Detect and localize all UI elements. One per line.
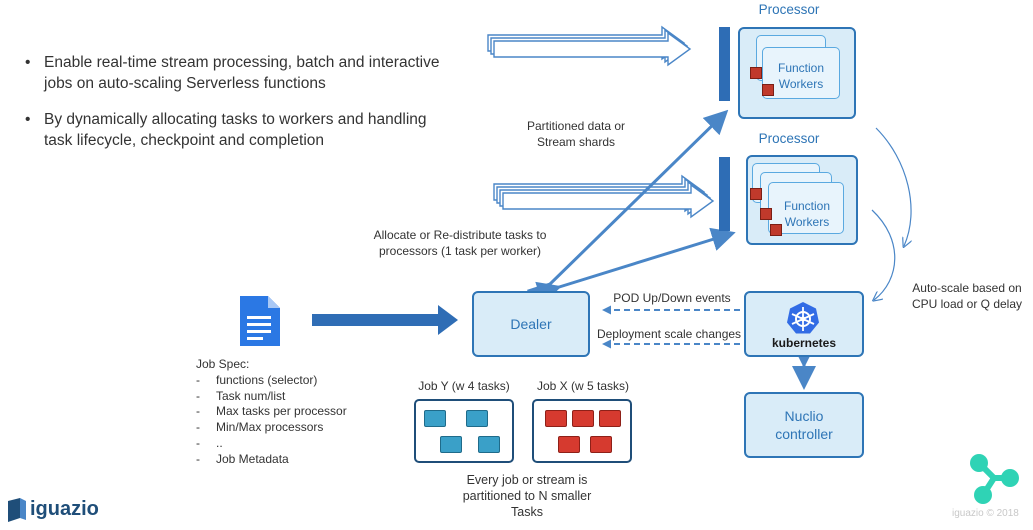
bullet-item: Enable real-time stream processing, batc… (22, 52, 442, 94)
task-square (770, 224, 782, 236)
kubernetes-label: kubernetes (771, 336, 837, 350)
bullet-item: By dynamically allocating tasks to worke… (22, 109, 442, 151)
task-tile-red (599, 410, 621, 427)
deployment-changes-label: Deployment scale changes (596, 327, 742, 341)
dealer-node (472, 291, 590, 357)
pod-events-label: POD Up/Down events (613, 291, 731, 305)
task-tile-red (558, 436, 580, 453)
processor-2-title: Processor (758, 131, 820, 146)
task-square (762, 84, 774, 96)
task-tile-blue (478, 436, 500, 453)
allocate-tasks-label: Allocate or Re-distribute tasks to proce… (373, 228, 547, 258)
iguazio-logo-icon (8, 498, 26, 522)
jobspec-to-dealer-arrow (312, 305, 458, 335)
kubernetes-icon (787, 302, 819, 334)
task-tile-red (590, 436, 612, 453)
task-tile-blue (424, 410, 446, 427)
dealer-processor2-link (535, 227, 736, 305)
nuclio-controller-node (744, 392, 864, 458)
nuclio-logo-icon (970, 454, 1019, 504)
copyright-text: iguazio © 2018 (952, 508, 1019, 519)
autoscale-arrow-1 (875, 127, 911, 246)
stream-arrow-to-processor-1 (487, 25, 692, 67)
job-spec-item: -.. (196, 435, 223, 450)
job-y-box (414, 399, 514, 463)
job-spec-item: -Task num/list (196, 388, 286, 403)
stream-arrow-to-processor-2 (493, 174, 715, 219)
processor-2-workers-label: Function Workers (783, 199, 831, 229)
job-spec-item: -Max tasks per processor (196, 404, 347, 419)
kubernetes-node (744, 291, 864, 357)
every-job-label: Every job or stream is partitioned to N … (462, 473, 592, 519)
document-icon (240, 296, 280, 346)
job-y-title: Job Y (w 4 tasks) (418, 379, 510, 393)
job-spec-item: -Job Metadata (196, 451, 289, 466)
job-spec-item: -functions (selector) (196, 372, 318, 387)
job-x-title: Job X (w 5 tasks) (536, 379, 630, 393)
task-square (760, 208, 772, 220)
processor-2-queue (719, 157, 730, 231)
task-tile-red (545, 410, 567, 427)
task-tile-blue (466, 410, 488, 427)
bullet-list: Enable real-time stream processing, batc… (22, 52, 442, 166)
task-tile-red (572, 410, 594, 427)
processor-1-title: Processor (758, 2, 820, 17)
processor-1-workers-label: Function Workers (777, 61, 825, 91)
dealer-label: Dealer (510, 316, 552, 332)
nuclio-controller-label: Nuclio controller (775, 408, 833, 442)
function-worker-card (762, 47, 840, 99)
job-x-box (532, 399, 632, 463)
autoscale-arrow-2 (872, 209, 896, 300)
task-square (750, 188, 762, 200)
partitioned-data-label: Partitioned data or Stream shards (526, 119, 626, 149)
job-spec-item: -Min/Max processors (196, 420, 324, 435)
task-square (750, 67, 762, 79)
processor-1-queue (719, 27, 730, 101)
task-tile-blue (440, 436, 462, 453)
job-spec: Job Spec: -functions (selector) -Task nu… (196, 357, 376, 468)
autoscale-label: Auto-scale based on CPU load or Q delay (911, 281, 1023, 311)
brand-name: iguazio (30, 498, 99, 520)
job-spec-title: Job Spec: (196, 357, 250, 371)
